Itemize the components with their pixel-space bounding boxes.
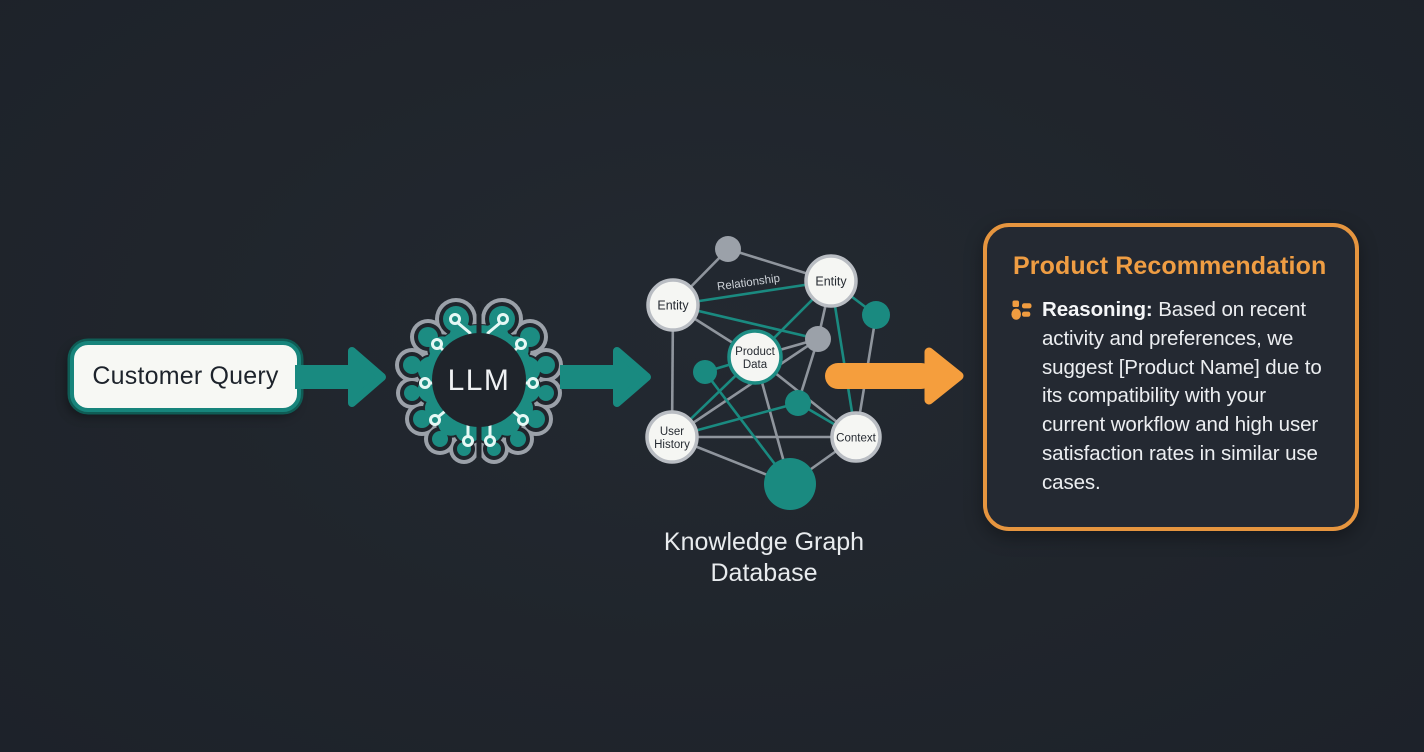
brain-shape — [538, 385, 554, 401]
brain-shape — [403, 356, 421, 374]
reasoning-list-icon — [1011, 300, 1032, 320]
circuit-node — [431, 338, 443, 350]
graph-node-teal-large — [764, 458, 816, 510]
graph-plain-nodes — [693, 236, 890, 510]
arrow-graph-to-recommendation — [825, 347, 964, 405]
arrow-llm-to-graph — [560, 347, 651, 407]
circuit-node — [462, 435, 474, 447]
brain-shape — [404, 385, 420, 401]
circuit-node — [419, 377, 431, 389]
brain-shape — [510, 431, 526, 447]
arrow-query-to-llm — [295, 347, 386, 407]
graph-node-product-data — [727, 329, 783, 385]
entity-right-label: Entity — [815, 275, 847, 289]
reasoning-detail: Based on recent activity and preferences… — [1042, 298, 1322, 494]
brain-shape — [537, 356, 555, 374]
entity-left-label: Entity — [657, 299, 689, 313]
circuit-node — [484, 435, 496, 447]
context-label: Context — [836, 433, 876, 445]
graph-node-gray — [805, 326, 831, 352]
llm-label: LLM — [448, 364, 511, 397]
llm-brain-icon: LLM — [395, 298, 563, 464]
graph-node-gray — [715, 236, 741, 262]
circuit-node — [497, 313, 509, 325]
brain-shape — [413, 410, 431, 428]
graph-node-teal — [785, 390, 811, 416]
product-data-label-line2: Data — [743, 359, 768, 371]
customer-query-box: Customer Query — [70, 341, 301, 412]
product-data-label-line1: Product — [735, 346, 775, 358]
user-history-label-line1: User — [660, 426, 684, 438]
brain-shape — [432, 431, 448, 447]
circuit-node — [517, 414, 529, 426]
circuit-node — [449, 313, 461, 325]
graph-node-entity-right — [804, 254, 858, 308]
graph-node-user-history — [645, 410, 699, 464]
circuit-node — [527, 377, 539, 389]
circuit-node — [515, 338, 527, 350]
reasoning-text: Reasoning: Based on recent activity and … — [1042, 296, 1322, 498]
knowledge-graph-caption: Knowledge Graph Database — [663, 528, 865, 587]
customer-query-label: Customer Query — [92, 362, 279, 390]
graph-labeled-nodes: Entity Entity Product Data User History … — [645, 254, 882, 464]
brain-shape — [527, 410, 545, 428]
user-history-label-line2: History — [654, 439, 690, 451]
reasoning-label: Reasoning: — [1042, 298, 1153, 321]
graph-node-entity-left — [646, 278, 700, 332]
graph-node-context — [830, 411, 882, 463]
graph-node-teal — [862, 301, 890, 329]
product-recommendation-card: Product Recommendation Reasoning: Based … — [983, 223, 1359, 531]
circuit-node — [429, 414, 441, 426]
graph-node-teal — [693, 360, 717, 384]
llm-core-circle — [432, 333, 526, 427]
knowledge-graph: Relationship Entity Entity Product Data … — [645, 236, 890, 510]
recommendation-title: Product Recommendation — [1013, 252, 1327, 280]
recommendation-body: Reasoning: Based on recent activity and … — [1011, 296, 1345, 498]
